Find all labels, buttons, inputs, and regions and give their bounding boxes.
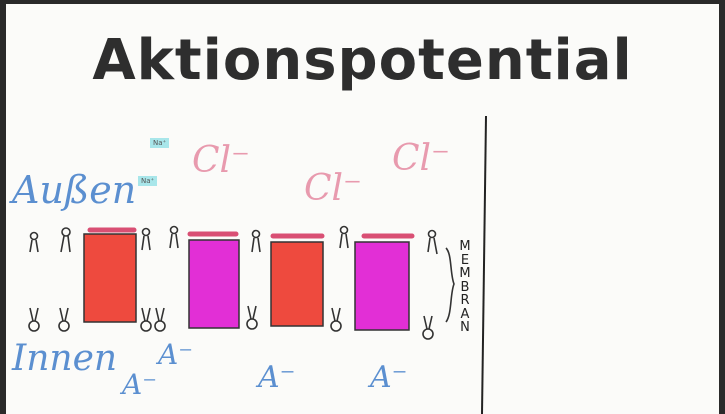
channel-red-1 (83, 233, 137, 323)
anion: A⁻ (258, 360, 296, 395)
channel-magenta-2 (354, 241, 410, 331)
anion: A⁻ (158, 338, 193, 371)
sodium-ion: Na⁺ (150, 138, 170, 148)
page-title: Aktionspotential (92, 28, 633, 93)
channel-red-2 (270, 241, 324, 327)
label-outside: Außen (12, 168, 137, 212)
whiteboard: Aktionspotential (6, 4, 719, 414)
anion: A⁻ (122, 368, 157, 401)
chloride-ion: Cl⁻ (392, 138, 451, 179)
channel-caps (87, 227, 415, 239)
chloride-ion: Cl⁻ (192, 140, 251, 181)
sodium-ion: Na⁺ (138, 176, 158, 186)
divider-line (481, 115, 487, 414)
anion: A⁻ (370, 360, 408, 395)
membrane-diagram (28, 115, 487, 414)
channel-magenta-1 (188, 239, 240, 329)
chloride-ion: Cl⁻ (304, 168, 363, 209)
phospholipids-bottom (28, 305, 434, 340)
phospholipids-top (29, 225, 438, 255)
label-membrane: MEMBRAN (459, 239, 471, 335)
membrane-brace (445, 247, 455, 323)
label-inside: Innen (12, 338, 118, 379)
